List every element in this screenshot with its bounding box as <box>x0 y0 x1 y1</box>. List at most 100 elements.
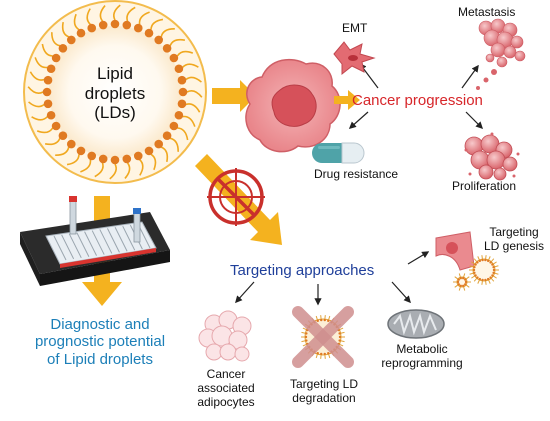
droplet-spike <box>471 261 476 265</box>
droplet-head <box>478 259 482 263</box>
lipid-head <box>98 20 108 30</box>
lipid-head <box>66 35 76 45</box>
drug-resistance-label: Drug resistance <box>314 167 399 181</box>
droplet-head <box>327 351 330 355</box>
droplet-head <box>320 318 323 322</box>
droplet-head <box>456 280 460 284</box>
droplet-head <box>323 318 326 322</box>
proliferation-cell <box>493 167 507 181</box>
droplet-head <box>316 319 319 323</box>
lipid-head <box>177 99 187 109</box>
lipid-tail <box>169 137 179 152</box>
droplet-head <box>478 277 482 281</box>
mitochondrion-icon <box>387 309 445 339</box>
droplet-head <box>486 277 490 281</box>
droplet-spike <box>494 272 499 275</box>
droplet-head <box>338 335 342 339</box>
proliferation-speck <box>464 148 468 152</box>
metastasis-cell <box>503 45 517 59</box>
droplet-spike <box>301 331 306 334</box>
proliferation-speck <box>512 174 516 178</box>
lipid-head <box>98 154 108 164</box>
targeting-arrows <box>235 251 430 306</box>
droplet-head <box>462 284 465 288</box>
lipid-head <box>177 75 187 85</box>
droplet-head <box>491 274 494 277</box>
lipid-tail <box>113 4 121 21</box>
droplet-spike <box>481 255 483 260</box>
proliferation-cell <box>478 164 494 180</box>
cancer-progression-label: Cancer progression <box>352 92 483 109</box>
droplet-head <box>327 319 330 323</box>
droplet-spike <box>301 340 306 343</box>
droplet-head <box>474 263 477 266</box>
device-lane <box>91 230 105 255</box>
lipid-tail <box>182 115 196 127</box>
droplet-spike <box>328 353 331 359</box>
metastasis-cluster-icon <box>476 18 526 90</box>
adipocytes-label: Cancer associated adipocytes <box>197 367 255 409</box>
droplet-head <box>320 352 323 356</box>
phospholipid-heads <box>42 19 188 165</box>
droplet-head <box>492 271 495 275</box>
emt-label: EMT <box>342 21 368 35</box>
lipid-head <box>43 99 53 109</box>
ld-genesis-label: Targeting LD genesis <box>483 225 545 253</box>
droplet-head <box>459 284 462 288</box>
droplet-head <box>305 332 308 335</box>
device-lane <box>122 225 136 251</box>
droplet-head <box>316 351 319 355</box>
lipid-tail <box>51 32 61 47</box>
lipid-head <box>169 53 179 63</box>
metastasis-cell <box>476 86 480 90</box>
droplet-spike <box>488 279 491 284</box>
lipid-tail <box>186 90 203 98</box>
droplet-head <box>305 339 308 342</box>
droplet-head <box>462 276 465 280</box>
droplet-spike <box>490 258 495 263</box>
droplet-head <box>457 278 460 281</box>
droplet-head <box>484 258 487 262</box>
device-lane <box>61 234 75 260</box>
adipocyte <box>219 343 237 361</box>
diagnostic-label: Diagnostic and prognostic potential of L… <box>34 316 166 368</box>
lipid-head <box>51 121 61 131</box>
lipid-tail <box>150 18 164 30</box>
proliferation-speck <box>468 172 472 176</box>
droplet-head <box>472 268 476 272</box>
droplet-head <box>457 283 460 286</box>
lipid-head <box>58 43 68 53</box>
droplet-spike <box>488 256 491 261</box>
inhibition-target-icon <box>207 168 265 226</box>
lipid-tail <box>73 13 80 31</box>
droplet-head <box>459 276 462 280</box>
droplet-head <box>481 278 484 282</box>
lipid-head <box>76 146 86 156</box>
droplet-head <box>484 278 487 282</box>
droplet-head <box>489 261 492 264</box>
lipid-head <box>66 139 76 149</box>
lipid-tail <box>36 127 54 134</box>
droplet-head <box>473 265 476 269</box>
droplet-head <box>474 274 477 277</box>
lipid-head <box>122 154 132 164</box>
lipid-tail <box>160 146 169 163</box>
metastasis-cell <box>485 53 495 63</box>
lipid-tail <box>99 5 106 22</box>
metastasis-cell <box>514 50 526 62</box>
lipid-droplet-label: Lipid droplets (LDs) <box>84 64 146 123</box>
droplet-head <box>304 335 308 339</box>
droplet-spike <box>340 340 345 343</box>
lipid-head <box>87 23 97 33</box>
droplet-spike <box>471 275 476 279</box>
adipocyte <box>234 346 250 362</box>
cancer-cell-icon <box>245 58 341 153</box>
droplet-head <box>489 276 492 279</box>
ld-degradation-label: Targeting LD degradation <box>289 377 359 405</box>
droplet-spike <box>494 265 499 268</box>
lipid-tail <box>55 146 70 156</box>
arrow-cell-to-progression <box>334 90 360 110</box>
droplet-head <box>481 258 484 262</box>
lipid-tail <box>138 11 150 25</box>
